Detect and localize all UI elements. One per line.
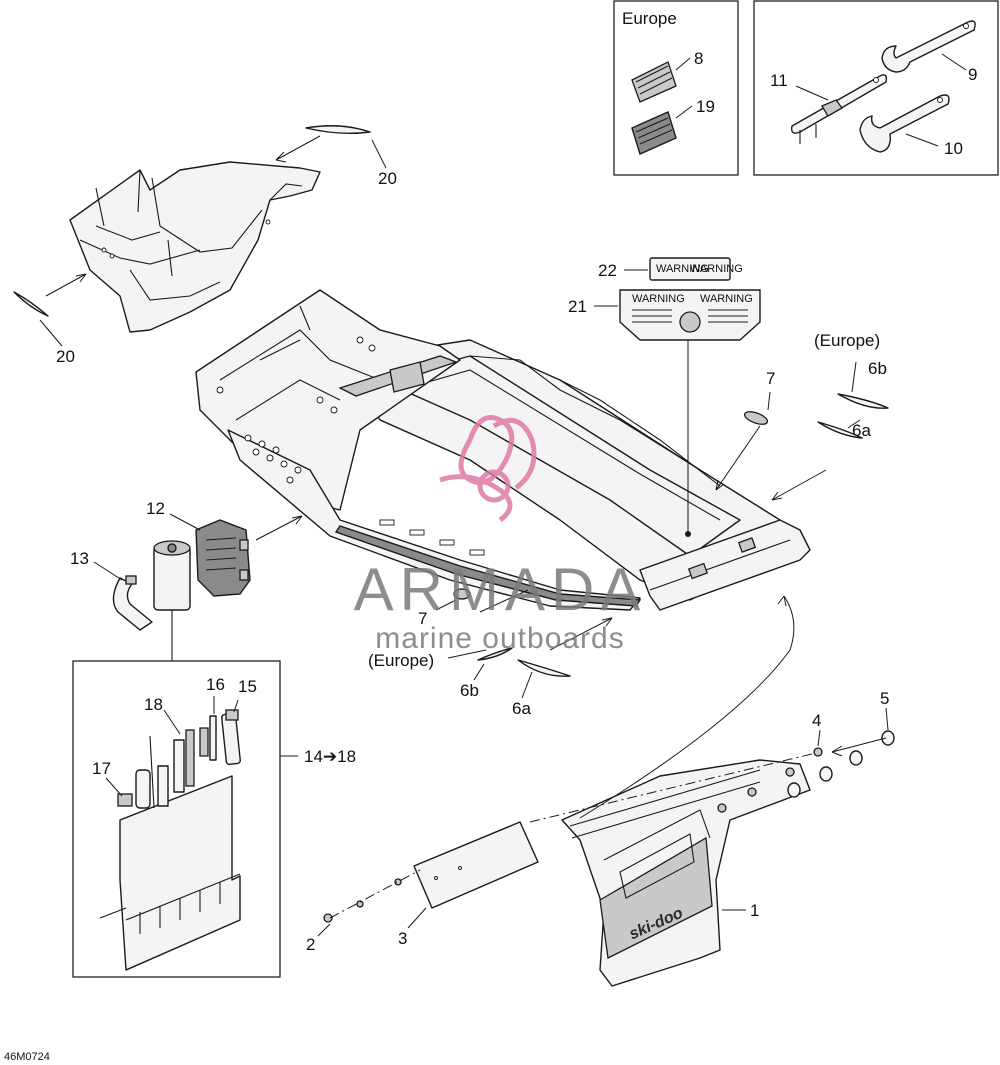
callout-16: 16 — [206, 675, 225, 694]
reflector-6a-right — [817, 421, 863, 439]
callout-5: 5 — [880, 689, 889, 708]
reflector-19 — [631, 111, 677, 155]
callout-6b-bottom: 6b — [460, 681, 479, 700]
wrench-16 — [199, 715, 217, 761]
clip-7-bottom — [453, 588, 471, 600]
callout-7-right: 7 — [766, 369, 775, 388]
reflector-6b-right — [837, 393, 889, 409]
callout-10: 10 — [944, 139, 963, 158]
callout-13: 13 — [70, 549, 89, 568]
adjuster-tool-11 — [790, 74, 888, 144]
europe-note-right: (Europe) — [814, 331, 880, 350]
callout-6b-right: 6b — [868, 359, 887, 378]
callout-9: 9 — [968, 65, 977, 84]
callout-12: 12 — [146, 499, 165, 518]
strap-13 — [112, 575, 153, 631]
snow-flap-1: ski-doo — [561, 759, 811, 987]
inset-tools-box: 9 10 11 — [753, 0, 999, 176]
watermark-tagline: marine outboards — [375, 622, 624, 655]
tool-18 — [149, 729, 195, 809]
svg-text:WARNING: WARNING — [700, 293, 753, 305]
plug-tool-17 — [117, 769, 151, 809]
callout-8: 8 — [694, 49, 703, 68]
callout-1: 1 — [750, 901, 759, 920]
clip-7-right — [743, 411, 769, 425]
reflector-6b-bottom — [477, 647, 513, 661]
reflector-8 — [631, 61, 677, 103]
socket-15 — [221, 709, 241, 765]
decal-22: WARNING WARNING — [649, 257, 743, 281]
inset-europe-title: Europe — [622, 9, 677, 28]
seal-20-left — [13, 291, 49, 317]
callout-3: 3 — [398, 929, 407, 948]
spanner-wrench-9 — [881, 20, 976, 73]
callout-21: 21 — [568, 297, 587, 316]
toolkit-box: 14➔18 15 16 18 17 — [72, 610, 356, 978]
callout-6a-bottom: 6a — [512, 699, 531, 718]
inset-europe-box: Europe 8 19 — [613, 0, 739, 176]
washers-5 — [787, 730, 895, 798]
callout-22: 22 — [598, 261, 617, 280]
callout-20-left: 20 — [56, 347, 75, 366]
nuts-2 — [323, 878, 402, 923]
watermark-logo: ARMADA marine outboards — [354, 415, 647, 655]
running-board-holes — [244, 434, 485, 556]
callout-7-bottom: 7 — [418, 609, 427, 628]
decal-21: WARNING WARNING — [619, 289, 761, 341]
callout-15: 15 — [238, 677, 257, 696]
callout-4: 4 — [812, 711, 821, 730]
watermark-emblem — [439, 415, 537, 523]
plate-3 — [413, 821, 539, 909]
rivets-4 — [717, 747, 823, 813]
callout-11: 11 — [770, 71, 788, 90]
callout-14-18: 14➔18 — [304, 747, 356, 766]
svg-text:WARNING: WARNING — [656, 263, 709, 275]
svg-text:WARNING: WARNING — [632, 293, 685, 305]
callout-18: 18 — [144, 695, 163, 714]
diagram-code: 46M0724 — [4, 1051, 50, 1063]
belly-pan — [69, 161, 321, 333]
europe-note-bottom: (Europe) — [368, 651, 434, 670]
seal-20-top — [305, 125, 371, 135]
callout-6a-right: 6a — [852, 421, 871, 440]
watermark-brand: ARMADA — [354, 556, 647, 623]
callout-19: 19 — [696, 97, 715, 116]
tool-tube — [153, 540, 191, 611]
callout-17: 17 — [92, 759, 111, 778]
reflector-6a-bottom — [517, 659, 571, 677]
callout-2: 2 — [306, 935, 315, 954]
svg-text:WARNING: WARNING — [690, 263, 743, 275]
callout-20-top: 20 — [378, 169, 397, 188]
chassis-frame — [195, 289, 811, 611]
tool-holder-12 — [195, 519, 251, 597]
spanner-wrench-10 — [859, 94, 950, 153]
